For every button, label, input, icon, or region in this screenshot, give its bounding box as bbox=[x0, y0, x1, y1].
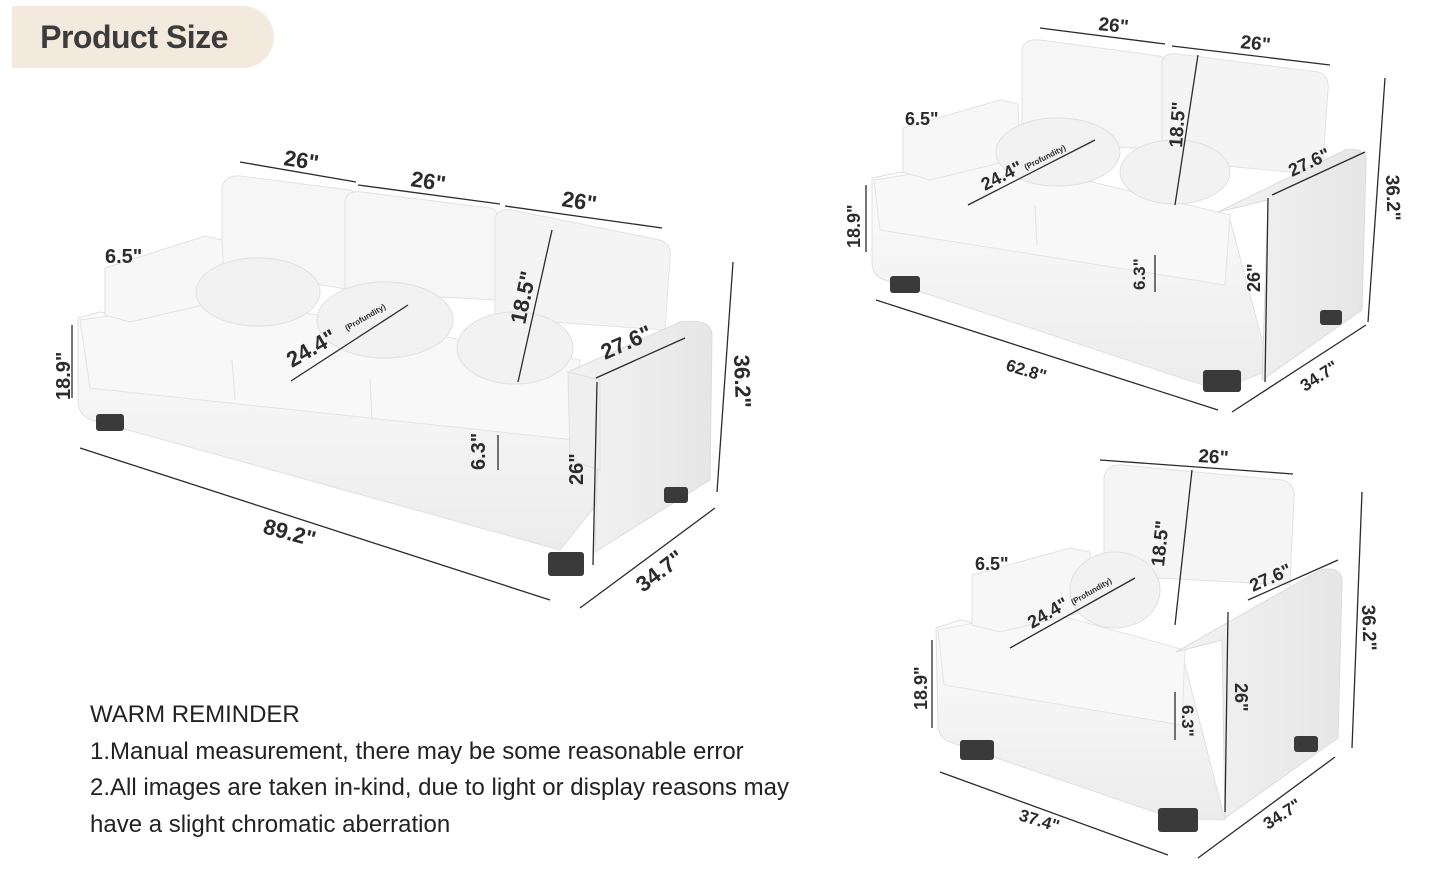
reminder-line-1: 1.Manual measurement, there may be some … bbox=[90, 737, 744, 765]
loveseat-seat-height: 18.9" bbox=[844, 204, 864, 248]
chair-leg bbox=[960, 740, 994, 760]
chair-pillow bbox=[1069, 551, 1161, 629]
chair-seat-height: 18.9" bbox=[911, 666, 931, 710]
loveseat-leg bbox=[890, 276, 920, 293]
sofa3-seat-width-1: 26" bbox=[282, 145, 320, 175]
sofa3-leg bbox=[664, 487, 688, 503]
loveseat-arm-width: 6.5" bbox=[905, 109, 939, 129]
page-title: Product Size bbox=[40, 18, 228, 55]
sofa3-seat-width-2: 26" bbox=[409, 166, 447, 196]
chair-length: 37.4" bbox=[1017, 806, 1062, 836]
reminder-title: WARM REMINDER bbox=[90, 701, 300, 728]
chair-total-depth: 34.7" bbox=[1260, 795, 1305, 833]
sofa3-pillow-1 bbox=[195, 257, 321, 327]
sofa3-seat-height: 18.9" bbox=[53, 352, 75, 400]
reminder-line-2: 2.All images are taken in-kind, due to l… bbox=[90, 774, 790, 801]
reminder-line-3: have a slight chromatic aberration bbox=[90, 810, 451, 838]
chair-arm-width: 6.5" bbox=[975, 554, 1009, 574]
loveseat-leg bbox=[1203, 370, 1241, 392]
loveseat-seat-width-1: 26" bbox=[1097, 14, 1129, 38]
chair-leg bbox=[1294, 736, 1318, 752]
sofa3-seat-width-3: 26" bbox=[560, 186, 598, 216]
sofa3-total-depth: 34.7" bbox=[631, 545, 689, 597]
chair-leg bbox=[1158, 808, 1198, 832]
sofa3-arm-width: 6.5" bbox=[105, 246, 142, 268]
loveseat-pillow-1 bbox=[995, 117, 1121, 187]
sofa3-pillow-3 bbox=[456, 311, 574, 385]
chair-back-height: 18.5" bbox=[1148, 520, 1174, 568]
chair-right-arm bbox=[1175, 568, 1343, 819]
sofa3-arm-height: 26" bbox=[566, 453, 588, 485]
loveseat-cushion-thickness: 6.3" bbox=[1130, 258, 1149, 290]
sofa3-leg bbox=[548, 552, 584, 576]
sofa3-back-cushion-3 bbox=[494, 209, 671, 331]
loveseat-seat-width-2: 26" bbox=[1239, 32, 1271, 56]
chair-total-height: 36.2" bbox=[1357, 604, 1380, 651]
sofa-armchair: 26" 6.5" 18.9" 24.4" (Profundity) 18.5" … bbox=[911, 446, 1380, 859]
warm-reminder: WARM REMINDER 1.Manual measurement, ther… bbox=[90, 697, 789, 843]
loveseat-leg bbox=[1320, 310, 1342, 325]
chair-back-cushion bbox=[1103, 464, 1295, 586]
product-size-badge: Product Size bbox=[12, 6, 274, 68]
chair-seat-width: 26" bbox=[1198, 446, 1230, 469]
sofa-three-seat: 26" 26" 26" 6.5" 18.9" 24.4" (Profundity… bbox=[53, 145, 756, 609]
sofa3-length: 89.2" bbox=[261, 514, 319, 552]
sofa3-leg bbox=[96, 414, 124, 431]
loveseat-total-height: 36.2" bbox=[1381, 174, 1404, 221]
loveseat-total-depth: 34.7" bbox=[1297, 357, 1342, 395]
chair-arm-height: 26" bbox=[1231, 683, 1251, 712]
loveseat-pillow-2 bbox=[1119, 139, 1231, 205]
loveseat-length: 62.8" bbox=[1004, 356, 1049, 386]
sofa3-cushion-thickness: 6.3" bbox=[468, 433, 490, 470]
sofa3-total-height: 36.2" bbox=[729, 354, 756, 408]
chair-cushion-thickness: 6.3" bbox=[1178, 705, 1197, 737]
sofa-loveseat: 26" 26" 6.5" 18.9" 24.4" (Profundity) 18… bbox=[844, 14, 1404, 413]
loveseat-arm-height: 26" bbox=[1244, 263, 1264, 292]
loveseat-back-height: 18.5" bbox=[1166, 101, 1190, 148]
